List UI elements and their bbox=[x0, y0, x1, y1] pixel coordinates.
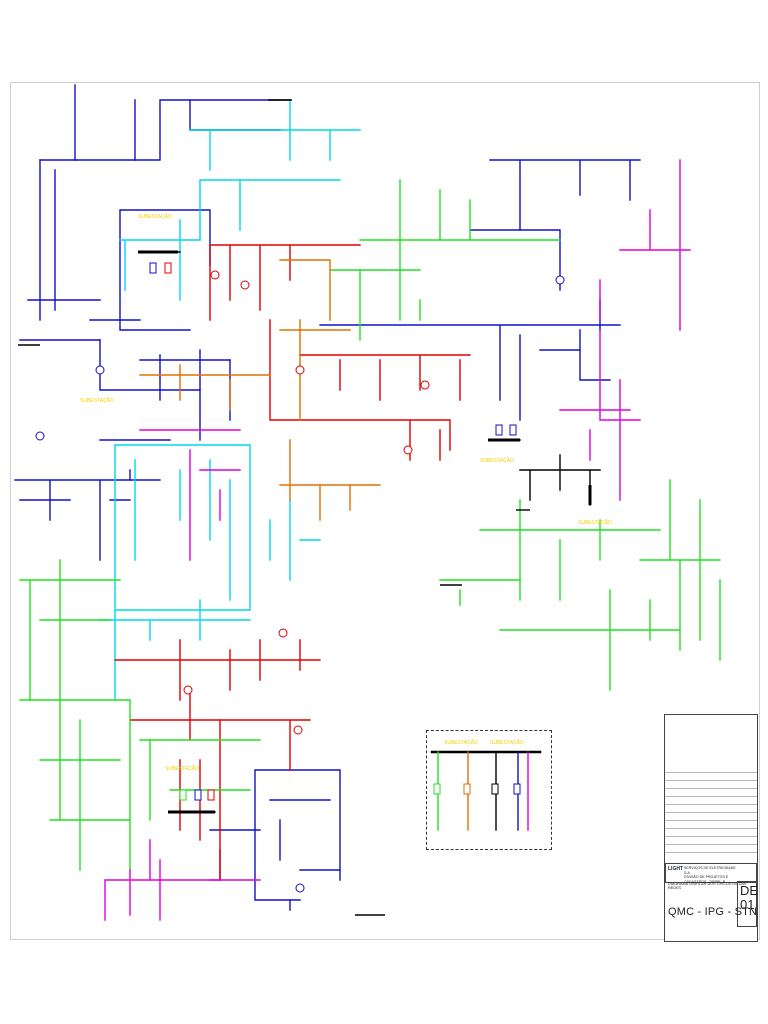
title-block bbox=[664, 714, 758, 942]
circuit-cyan bbox=[99, 99, 361, 701]
company-name: SERVIÇOS DE ELETRICIDADE S.A. DIVISÃO DE… bbox=[684, 866, 736, 884]
revision-row bbox=[665, 789, 757, 797]
revision-row bbox=[665, 845, 757, 853]
substation-label: SUBESTAÇÃO bbox=[165, 765, 199, 772]
substation-label: SUBESTAÇÃO bbox=[578, 519, 612, 526]
substation-label: SUBESTAÇÃO bbox=[444, 739, 478, 746]
drawing-title: DIAGRAMA UNIFILAR DOS CIRCUITOS DAS REDE… bbox=[668, 882, 747, 890]
substation-label: SUBESTAÇÃO bbox=[490, 739, 524, 746]
title-block-header bbox=[665, 863, 757, 883]
revision-row bbox=[665, 765, 757, 773]
substation-captions: SUBESTAÇÃO SUBESTAÇÃO SUBESTAÇÃO SUBESTA… bbox=[80, 213, 612, 772]
circuit-magenta bbox=[104, 159, 691, 921]
cable-ends bbox=[18, 99, 530, 916]
busbars bbox=[138, 250, 592, 814]
company-logo: LIGHT bbox=[668, 866, 683, 872]
substation-label: SUBESTAÇÃO bbox=[138, 213, 172, 220]
equipment-markers bbox=[35, 262, 565, 893]
circuit-blue-south bbox=[209, 769, 341, 911]
revision-row bbox=[665, 797, 757, 805]
revision-row bbox=[665, 781, 757, 789]
substation-label: SUBESTAÇÃO bbox=[80, 397, 114, 404]
circuit-blue-northeast bbox=[319, 159, 641, 421]
revision-row bbox=[665, 821, 757, 829]
circuit-black bbox=[139, 251, 601, 813]
revision-row bbox=[665, 837, 757, 845]
revision-row bbox=[665, 829, 757, 837]
legend-box bbox=[426, 730, 552, 850]
sheet-number-box bbox=[737, 881, 757, 927]
substation-label: SUBESTAÇÃO bbox=[480, 457, 514, 464]
circuit-blue-northwest bbox=[14, 84, 291, 561]
revision-row bbox=[665, 813, 757, 821]
revision-row bbox=[665, 805, 757, 813]
circuit-orange bbox=[139, 259, 381, 521]
circuit-green bbox=[19, 179, 721, 871]
circuit-red bbox=[114, 244, 471, 881]
sheet-identifier: DE 01 bbox=[740, 883, 759, 912]
revision-row bbox=[665, 773, 757, 781]
drawing-code: QMC - IPG - STN bbox=[668, 906, 758, 918]
